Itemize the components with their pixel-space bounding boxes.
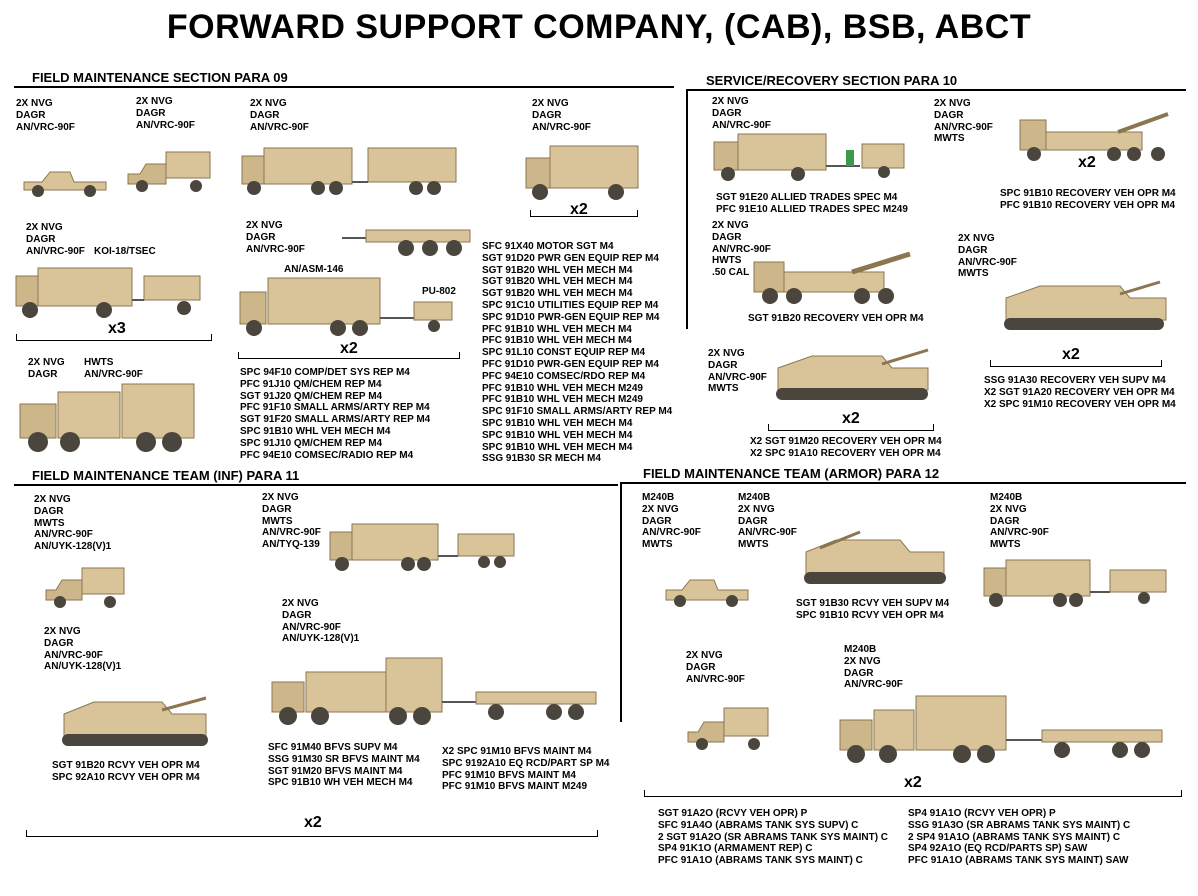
- hemtt-icon: [19, 383, 195, 452]
- allied-trades-truck-icon: [713, 133, 905, 181]
- m88-recovery-vehicle-icon: [1004, 280, 1167, 330]
- equipment-list: 2X NVG DAGR AN/VRC-90F: [26, 222, 85, 257]
- multiplier: x2: [842, 410, 860, 427]
- truck-trailer-icon: [329, 523, 515, 571]
- multiplier: x2: [304, 814, 322, 831]
- humvee-icon: [23, 171, 107, 197]
- humvee-icon: [665, 579, 749, 607]
- humvee-shelter-icon: [127, 151, 211, 192]
- bracket: [990, 360, 1162, 367]
- divider: [686, 89, 1186, 91]
- bracket: [530, 210, 638, 217]
- equipment-list: M240B 2X NVG DAGR AN/VRC-90F MWTS: [990, 492, 1049, 551]
- hemtt-trailer-icon: [271, 657, 597, 725]
- equipment-list: 2X NVG DAGR AN/VRC-90F: [686, 650, 745, 685]
- truck-trailer-icon: [983, 559, 1167, 607]
- multiplier: x3: [108, 320, 126, 337]
- equipment-list: 2X NVG DAGR AN/VRC-90F MWTS: [934, 98, 993, 145]
- divider: [14, 484, 618, 486]
- equipment-list: 2X NVG DAGR AN/VRC-90F MWTS: [958, 233, 1017, 280]
- section-service-recovery: SERVICE/RECOVERY SECTION PARA 10: [706, 73, 958, 88]
- humvee-shelter-icon: [687, 707, 769, 750]
- multiplier: x2: [340, 340, 358, 357]
- personnel-list: SGT 91B20 RECOVERY VEH OPR M4: [748, 313, 924, 324]
- page-title: FORWARD SUPPORT COMPANY, (CAB), BSB, ABC…: [166, 8, 1032, 46]
- multiplier: x2: [570, 201, 588, 218]
- equipment-list: HWTS AN/VRC-90F: [84, 357, 143, 380]
- m88-recovery-vehicle-icon: [804, 530, 946, 584]
- bracket: [26, 830, 598, 837]
- multiplier: x2: [1078, 154, 1096, 171]
- equipment-label: PU-802: [422, 286, 456, 297]
- hemtt-trailer-icon: [839, 695, 1163, 763]
- personnel-list: SGT 91E20 ALLIED TRADES SPEC M4 PFC 91E1…: [716, 192, 908, 215]
- section-field-maintenance: FIELD MAINTENANCE SECTION PARA 09: [32, 70, 288, 85]
- equipment-list: 2X NVG DAGR AN/VRC-90F AN/UYK-128(V)1: [282, 598, 360, 645]
- equipment-list: 2X NVG DAGR AN/VRC-90F AN/UYK-128(V)1: [44, 626, 122, 673]
- personnel-list: SGT 91A2O (RCVY VEH OPR) P SFC 91A4O (AB…: [658, 808, 889, 867]
- equipment-list: M240B 2X NVG DAGR AN/VRC-90F MWTS: [738, 492, 797, 551]
- personnel-list: SGT 91B30 RCVY VEH SUPV M4 SPC 91B10 RCV…: [796, 598, 950, 621]
- multiplier: x2: [904, 774, 922, 791]
- personnel-list: SPC 94F10 COMP/DET SYS REP M4 PFC 91J10 …: [240, 367, 431, 461]
- equipment-list: 2X NVG DAGR AN/VRC-90F: [246, 220, 305, 255]
- bracket: [16, 334, 212, 341]
- equipment-label: KOI-18/TSEC: [94, 246, 156, 257]
- personnel-list: SPC 91B10 RECOVERY VEH OPR M4 PFC 91B10 …: [1000, 188, 1176, 211]
- equipment-list: 2X NVG DAGR AN/VRC-90F: [16, 98, 75, 133]
- m88-recovery-vehicle-icon: [776, 348, 929, 400]
- trailer-icon: [342, 229, 471, 256]
- bracket: [768, 424, 934, 431]
- personnel-list: SFC 91X40 MOTOR SGT M4 SGT 91D20 PWR GEN…: [482, 241, 673, 465]
- equipment-list: 2X NVG DAGR: [28, 357, 65, 380]
- personnel-list: SFC 91M40 BFVS SUPV M4 SSG 91M30 SR BFVS…: [268, 742, 420, 789]
- equipment-list: M240B 2X NVG DAGR AN/VRC-90F MWTS: [642, 492, 701, 551]
- wrecker-icon: [1019, 112, 1169, 161]
- equipment-list: M240B 2X NVG DAGR AN/VRC-90F: [844, 644, 903, 691]
- multiplier: x2: [1062, 346, 1080, 363]
- equipment-list: 2X NVG DAGR MWTS AN/VRC-90F AN/TYQ-139: [262, 492, 321, 551]
- section-fmt-armor: FIELD MAINTENANCE TEAM (ARMOR) PARA 12: [643, 466, 940, 481]
- truck-trailer-icon: [241, 147, 457, 195]
- equipment-list: 2X NVG DAGR AN/VRC-90F MWTS: [708, 348, 767, 395]
- divider: [620, 482, 1186, 484]
- personnel-list: SGT 91B20 RCVY VEH OPR M4 SPC 92A10 RCVY…: [52, 760, 200, 783]
- equipment-label: AN/ASM-146: [284, 264, 344, 275]
- equipment-list: 2X NVG DAGR AN/VRC-90F: [532, 98, 591, 133]
- equipment-list: 2X NVG DAGR MWTS AN/VRC-90F AN/UYK-128(V…: [34, 494, 112, 553]
- bracket: [644, 790, 1182, 797]
- divider: [14, 86, 674, 88]
- m88-recovery-vehicle-icon: [62, 696, 208, 746]
- truck-generator-icon: [239, 277, 453, 336]
- divider: [620, 482, 622, 722]
- hemtt-wrecker-icon: [753, 251, 911, 304]
- bracket: [238, 352, 460, 359]
- equipment-list: 2X NVG DAGR AN/VRC-90F: [712, 96, 771, 131]
- equipment-list: 2X NVG DAGR AN/VRC-90F: [250, 98, 309, 133]
- personnel-list: X2 SGT 91M20 RECOVERY VEH OPR M4 X2 SPC …: [750, 436, 942, 459]
- truck-trailer-icon: [15, 267, 201, 318]
- equipment-list: 2X NVG DAGR AN/VRC-90F HWTS .50 CAL: [712, 220, 771, 279]
- section-fmt-inf: FIELD MAINTENANCE TEAM (INF) PARA 11: [32, 468, 300, 483]
- humvee-shelter-icon: [45, 567, 125, 608]
- personnel-list: SSG 91A30 RECOVERY VEH SUPV M4 X2 SGT 91…: [984, 375, 1176, 410]
- shop-truck-icon: [525, 145, 639, 200]
- personnel-list: SP4 91A1O (RCVY VEH OPR) P SSG 91A3O (SR…: [908, 808, 1131, 867]
- equipment-list: 2X NVG DAGR AN/VRC-90F: [136, 96, 195, 131]
- divider: [686, 89, 688, 329]
- personnel-list: X2 SPC 91M10 BFVS MAINT M4 SPC 9192A10 E…: [442, 746, 610, 793]
